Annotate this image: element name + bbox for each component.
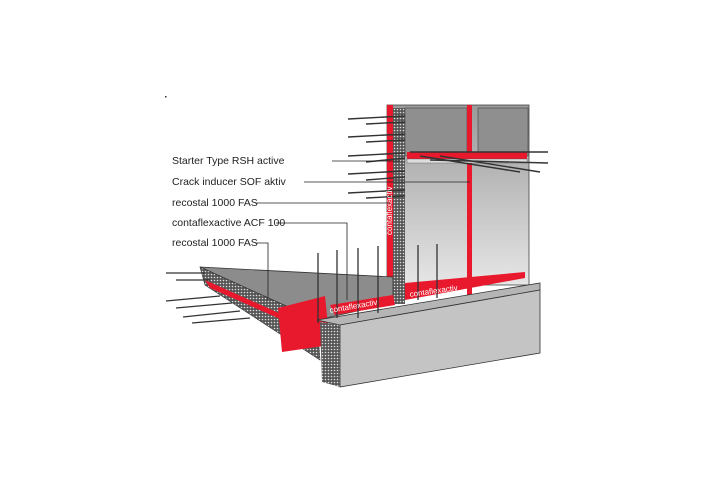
label-recostal-lower: recostal 1000 FAS: [172, 237, 258, 249]
starter-bars: [317, 244, 438, 323]
dot-mark: [165, 96, 167, 98]
floor-slab: [199, 266, 394, 361]
wall: [386, 104, 530, 304]
red-strip-slab: [278, 296, 330, 352]
label-crack-inducer: Crack inducer SOF aktiv: [172, 176, 286, 188]
label-contaflexactive: contaflexactive ACF 100: [172, 217, 286, 229]
leader-lines: [255, 160, 470, 300]
foundation-beam: [316, 282, 541, 388]
insulation-strip: [393, 108, 405, 304]
label-recostal-upper: recostal 1000 FAS: [172, 197, 258, 209]
label-starter-type: Starter Type RSH active: [172, 155, 285, 167]
slab-rebars: [165, 272, 251, 324]
red-strip-vertical: [387, 105, 393, 303]
strip-text-vertical: contaflexactiv: [385, 187, 394, 235]
